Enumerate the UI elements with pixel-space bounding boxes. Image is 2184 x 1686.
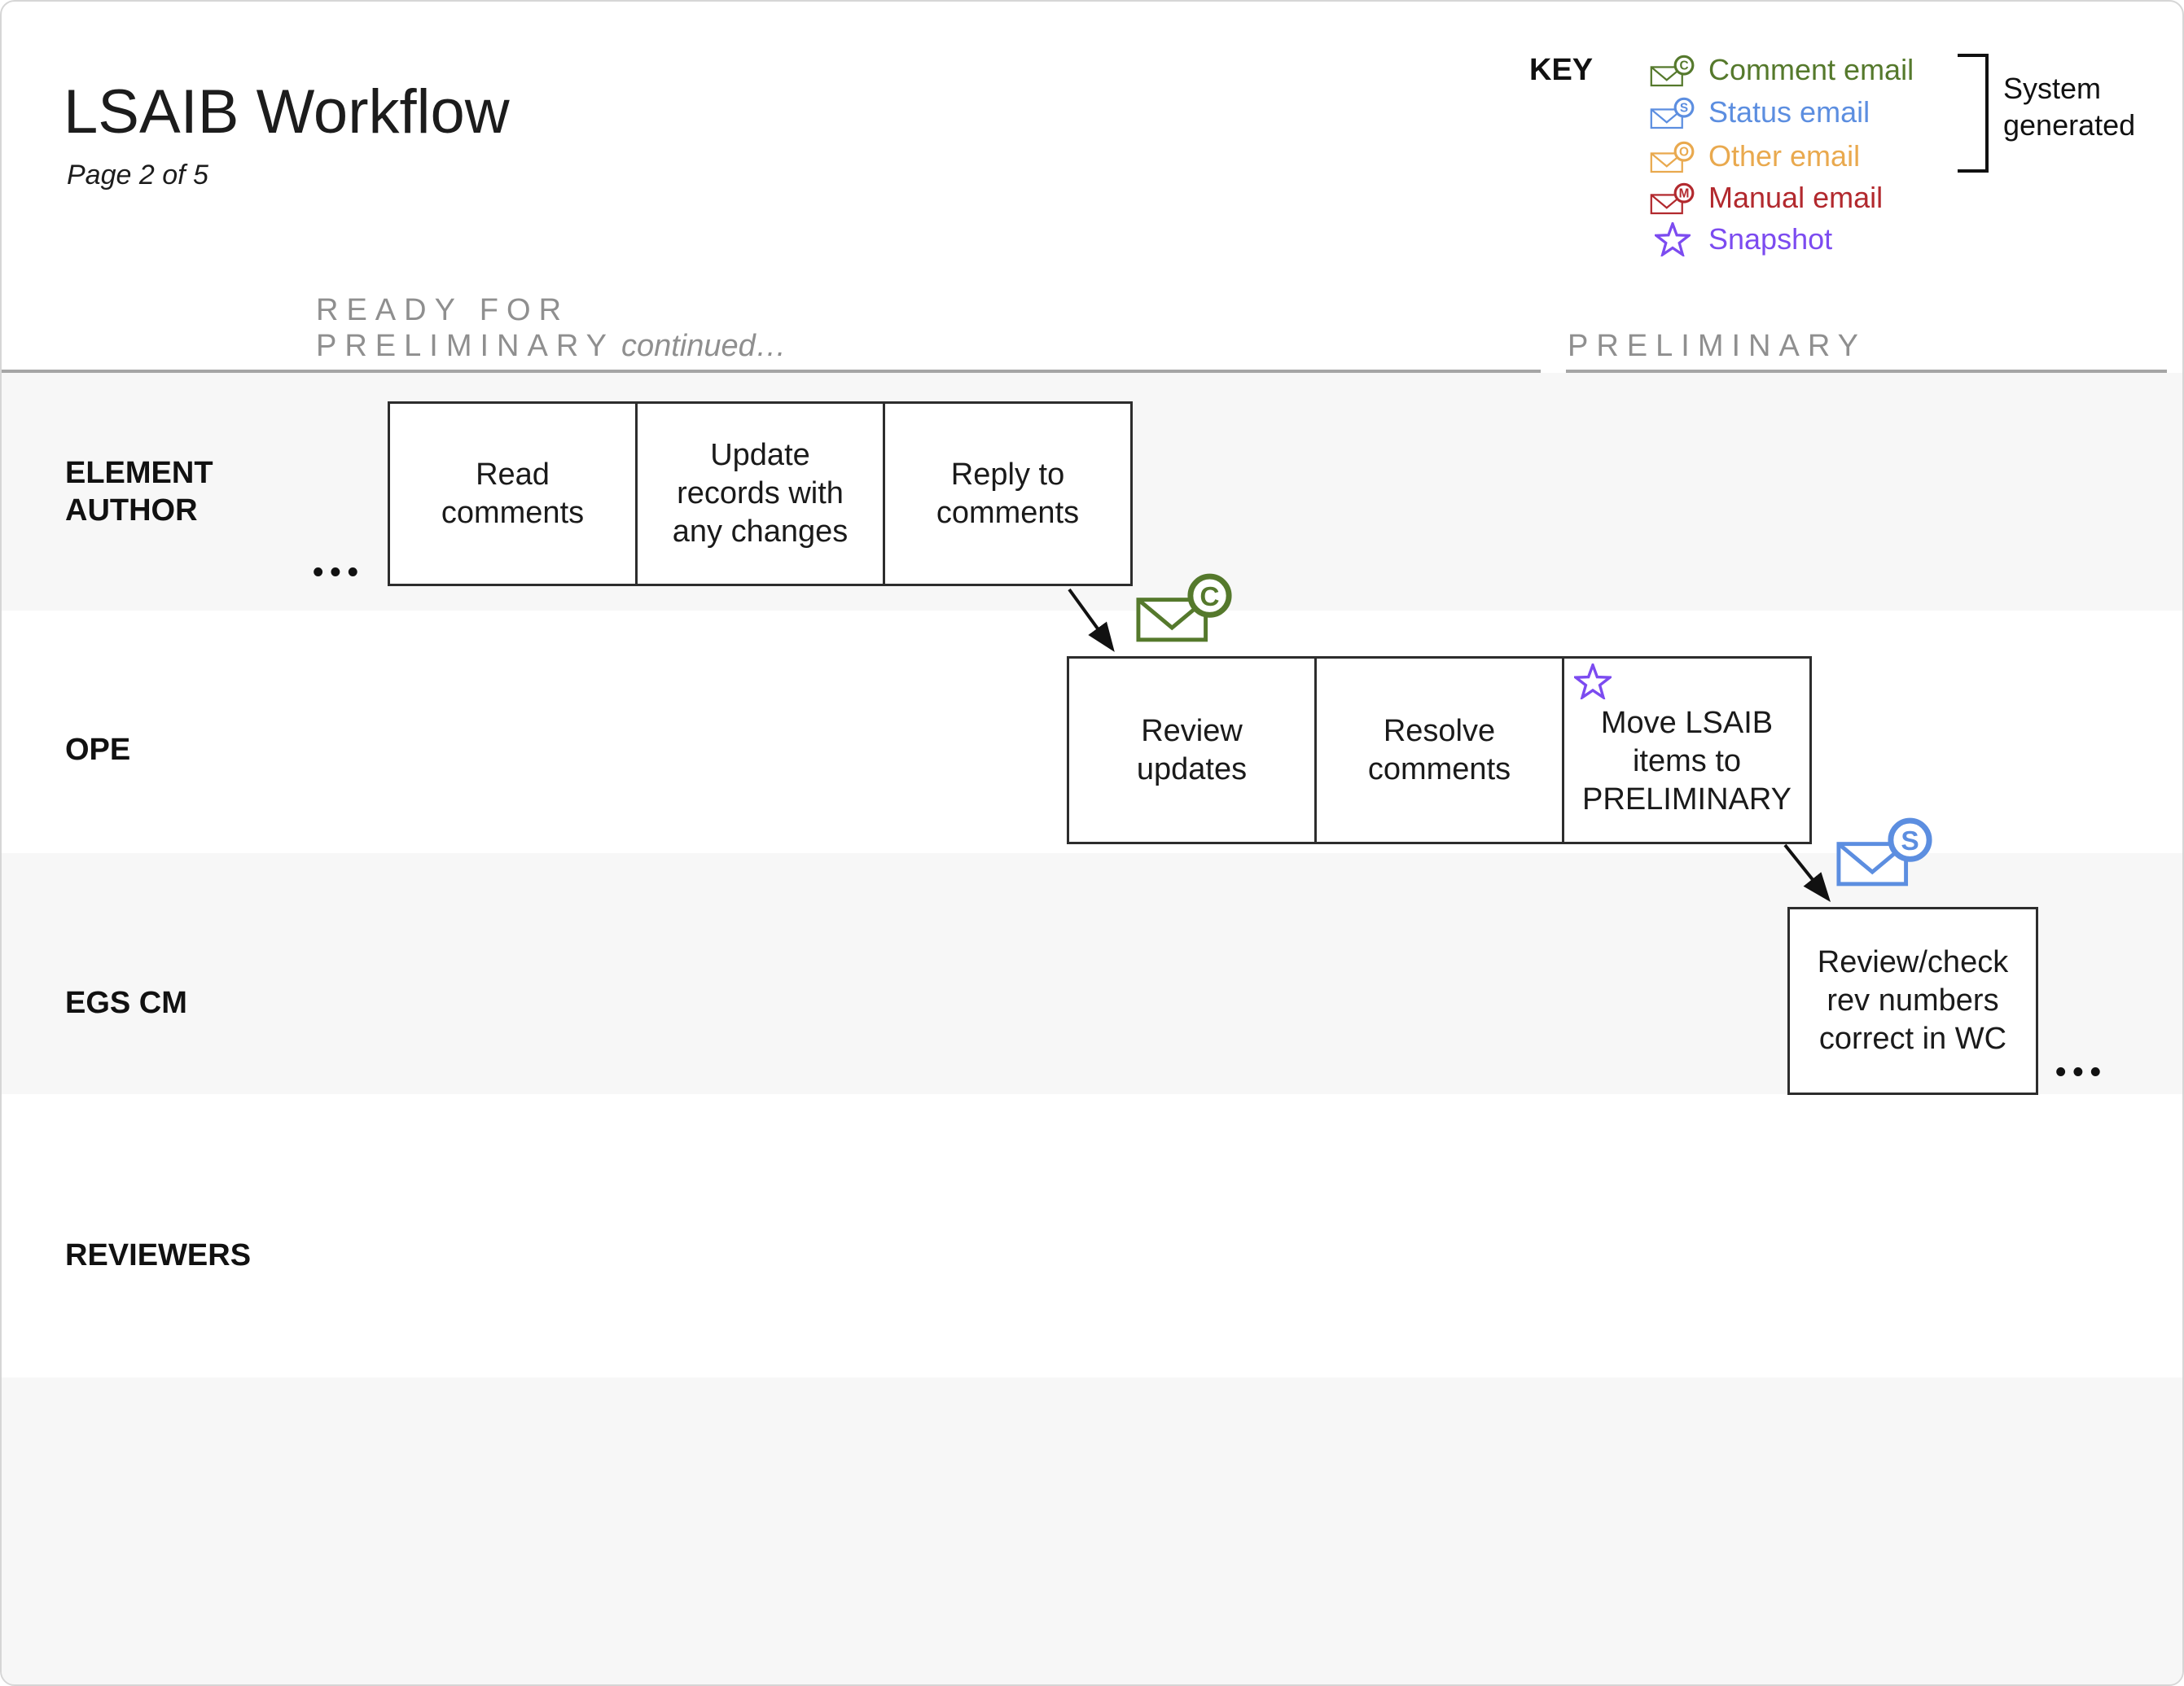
page-title: LSAIB Workflow xyxy=(64,77,510,147)
egs-cm-task-row: Review/check rev numbers correct in WC xyxy=(1787,907,2038,1095)
ope-task-row: Review updates Resolve comments Move LSA… xyxy=(1067,656,1812,844)
legend-label: Snapshot xyxy=(1708,222,1833,256)
task-box-reply-to-comments: Reply to comments xyxy=(883,401,1133,586)
lane-bg-bottom xyxy=(2,1377,2182,1684)
snapshot-star-icon xyxy=(1655,222,1691,256)
task-label: Update records with any changes xyxy=(672,438,849,549)
svg-text:C: C xyxy=(1679,59,1688,72)
legend-item-other-email: O Other email xyxy=(1650,135,1860,177)
phase-preliminary: PRELIMINARY xyxy=(1568,329,1866,363)
legend-item-status-email: S Status email xyxy=(1650,91,1870,134)
legend-item-snapshot: Snapshot xyxy=(1650,218,1832,261)
task-box-update-records: Update records with any changes xyxy=(635,401,885,586)
lane-label-element-author: ELEMENT AUTHOR xyxy=(65,456,213,528)
task-label: Reply to comments xyxy=(936,457,1080,530)
phase-line1: READY FOR xyxy=(316,293,570,327)
bracket-bottom-tick xyxy=(1958,169,1989,173)
snapshot-star-icon xyxy=(1574,663,1612,699)
status-email-icon: S xyxy=(1650,97,1695,129)
manual-email-icon: M xyxy=(1650,182,1695,214)
phase-divider-left xyxy=(2,370,1541,373)
other-email-icon: O xyxy=(1650,141,1695,173)
legend-label: Comment email xyxy=(1708,53,1914,86)
lane-label-egs-cm: EGS CM xyxy=(65,986,187,1020)
task-label: Read comments xyxy=(441,457,585,530)
legend-label: Manual email xyxy=(1708,181,1884,214)
task-label: Review updates xyxy=(1136,713,1248,786)
svg-text:O: O xyxy=(1679,145,1689,159)
task-label: Resolve comments xyxy=(1367,713,1511,786)
task-box-review-updates: Review updates xyxy=(1067,656,1317,844)
legend-item-manual-email: M Manual email xyxy=(1650,177,1883,219)
task-label: Review/check rev numbers correct in WC xyxy=(1817,945,2009,1056)
continuation-dots-egs-cm: ••• xyxy=(2055,1055,2107,1089)
svg-text:C: C xyxy=(1199,582,1219,612)
status-email-icon: S xyxy=(1836,817,1932,887)
comment-email-icon: C xyxy=(1650,55,1695,86)
element-author-task-row: Read comments Update records with any ch… xyxy=(388,401,1133,586)
svg-text:S: S xyxy=(1901,826,1919,856)
legend-item-comment-email: C Comment email xyxy=(1650,49,1914,91)
lane-label-reviewers: REVIEWERS xyxy=(65,1238,252,1272)
system-generated-label: System generated xyxy=(2003,72,2136,142)
legend-label: Status email xyxy=(1708,95,1870,129)
task-box-review-check-rev: Review/check rev numbers correct in WC xyxy=(1787,907,2038,1095)
page-number: Page 2 of 5 xyxy=(67,160,208,190)
bracket-line xyxy=(1985,54,1989,173)
legend-label: Other email xyxy=(1708,139,1861,173)
key-heading: KEY xyxy=(1529,53,1594,87)
comment-email-icon: C xyxy=(1136,573,1232,642)
task-label: Move LSAIB items to PRELIMINARY xyxy=(1582,706,1791,817)
continuation-dots-element-author: ••• xyxy=(313,555,365,589)
bracket-top-tick xyxy=(1958,54,1989,57)
task-box-read-comments: Read comments xyxy=(388,401,638,586)
svg-text:M: M xyxy=(1679,186,1690,200)
lane-label-ope: OPE xyxy=(65,733,131,767)
task-box-resolve-comments: Resolve comments xyxy=(1314,656,1564,844)
task-box-move-lsaib-preliminary: Move LSAIB items to PRELIMINARY xyxy=(1562,656,1812,844)
phase-divider-right xyxy=(1566,370,2167,373)
svg-text:S: S xyxy=(1680,101,1688,115)
phase-continued: continued… xyxy=(621,329,787,363)
